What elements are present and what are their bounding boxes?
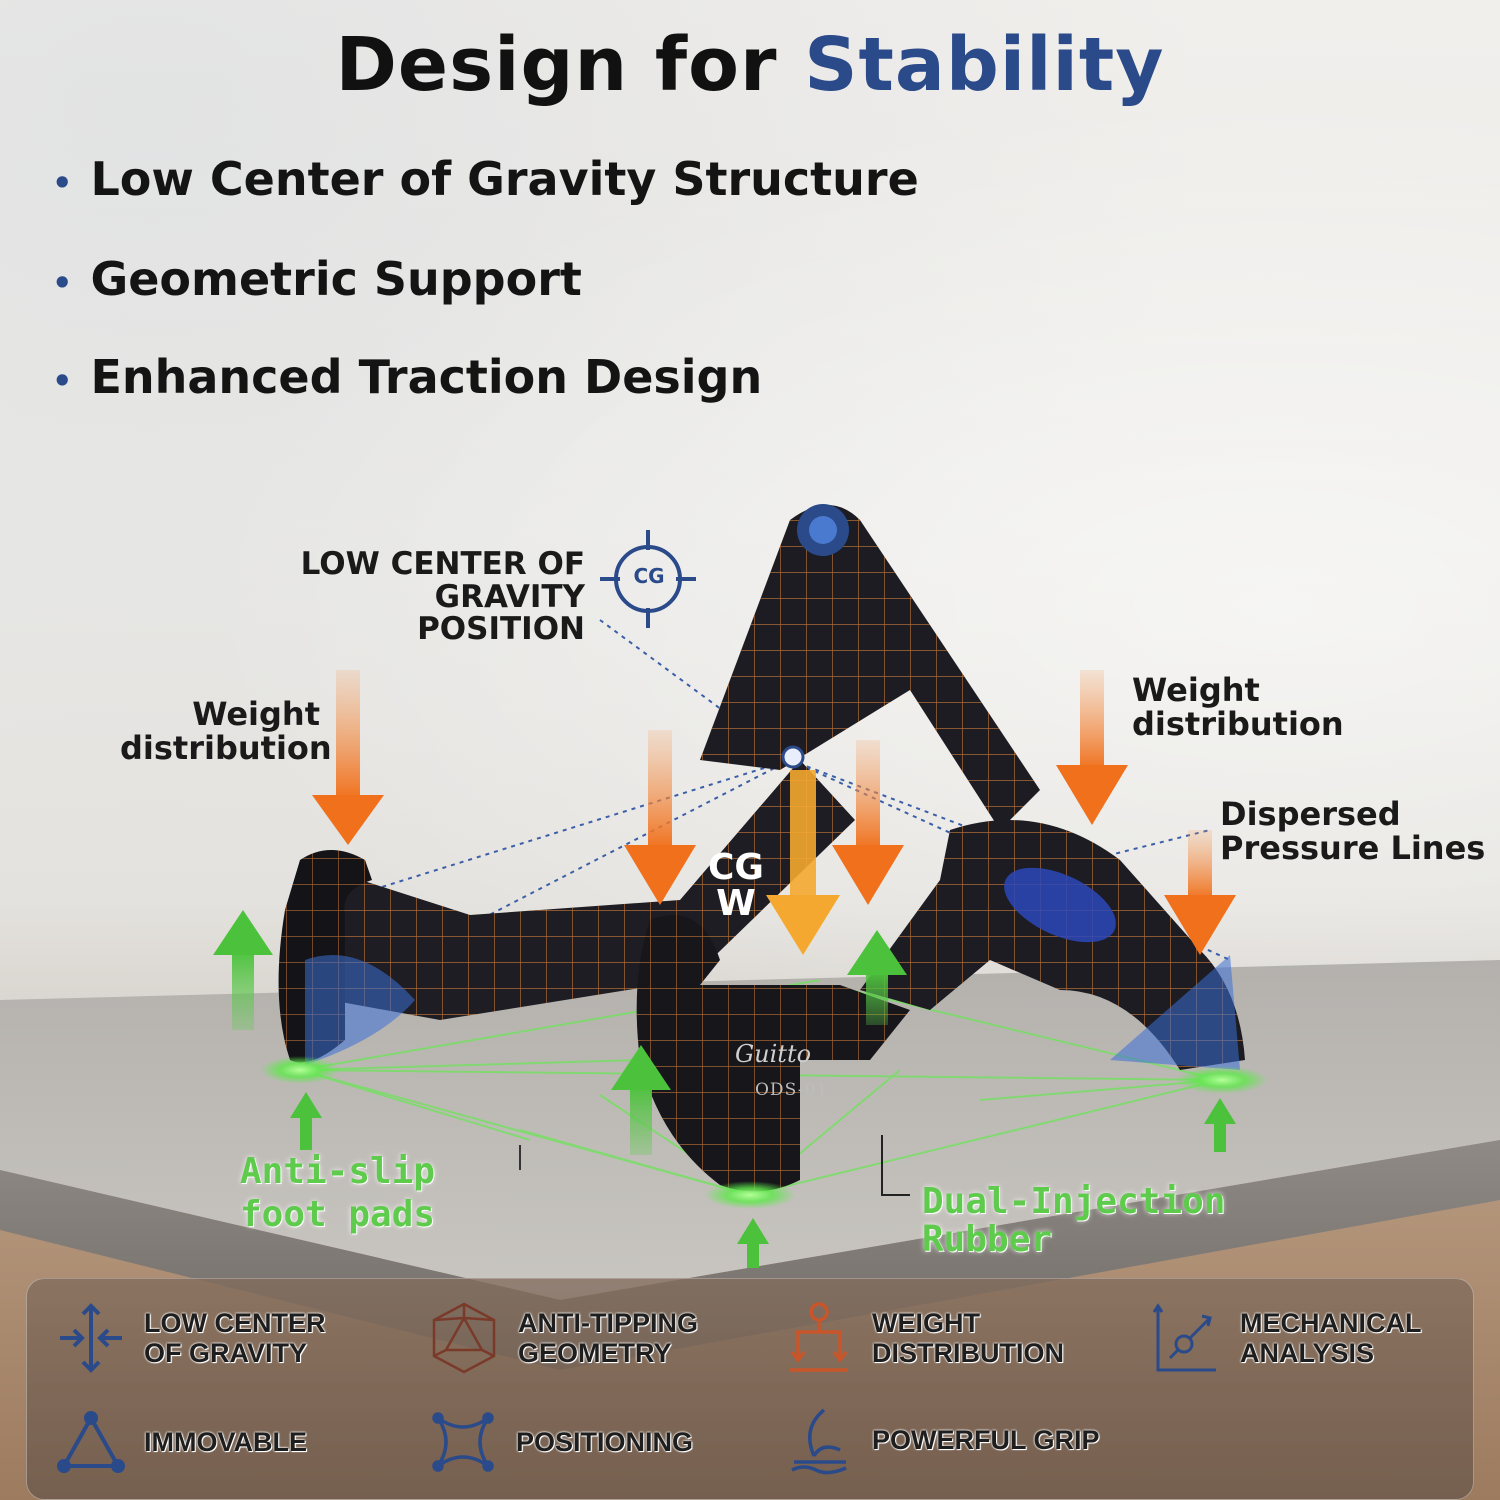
bullet-text: Low Center of Gravity Structure bbox=[90, 152, 919, 206]
dual-injection-label: Dual-Injection Rubber bbox=[922, 1183, 1225, 1259]
bullet-dot-icon: • bbox=[52, 361, 73, 400]
weight-distribution-right-label: Weight distribution bbox=[1132, 671, 1344, 743]
cg-point bbox=[781, 745, 805, 769]
cgw-line1: CG bbox=[708, 847, 764, 888]
brand-logo: Guitto bbox=[735, 1040, 812, 1068]
support-arrow-left bbox=[213, 910, 273, 1030]
foot-pad-glow-left bbox=[260, 1056, 340, 1084]
feature-panel bbox=[26, 1278, 1474, 1500]
weight-arrow-right bbox=[1056, 670, 1128, 825]
feature-label: IMMOVABLE bbox=[144, 1426, 307, 1457]
model-number: ODS-01 bbox=[755, 1080, 829, 1100]
grip-icon bbox=[791, 1408, 847, 1475]
weight-arrow-far-right bbox=[1164, 830, 1236, 955]
foot-pad-glow-right bbox=[1176, 1066, 1268, 1094]
weight-arrow-center-right bbox=[832, 740, 904, 905]
feature-label: MECHANICAL ANALYSIS bbox=[1240, 1307, 1422, 1368]
title-accent: Stability bbox=[804, 22, 1165, 108]
bullet-item: • Enhanced Traction Design bbox=[52, 350, 762, 404]
feature-immovable: IMMOVABLE bbox=[56, 1410, 307, 1474]
rubber-pointer bbox=[881, 1135, 910, 1196]
support-arrow-small-left bbox=[290, 1092, 322, 1150]
bullet-item: • Geometric Support bbox=[52, 252, 582, 306]
dispersed-line1: Dispersed bbox=[1220, 795, 1401, 833]
weight-arrow-cg bbox=[766, 770, 840, 955]
analysis-icon bbox=[1152, 1303, 1216, 1372]
cg-label-line1: LOW CENTER OF bbox=[300, 546, 585, 582]
rubber-line2: Rubber bbox=[922, 1218, 1053, 1260]
weight-arrow-left bbox=[312, 670, 384, 845]
support-arrow-center bbox=[611, 1045, 671, 1155]
page-title: Design for Stability bbox=[0, 22, 1500, 108]
feature-low-center: LOW CENTER OF GRAVITY bbox=[56, 1298, 326, 1378]
bullet-dot-icon: • bbox=[52, 263, 73, 302]
support-arrow-small-right bbox=[1204, 1098, 1236, 1152]
scale-icon bbox=[790, 1302, 848, 1372]
feature-powerful-grip: POWERFUL GRIP bbox=[784, 1404, 1100, 1476]
cg-badge: CG bbox=[633, 564, 665, 588]
feature-positioning: POSITIONING bbox=[428, 1410, 693, 1474]
weight-left-line2: distribution bbox=[120, 728, 332, 767]
cg-target-icon bbox=[600, 530, 696, 628]
feature-anti-tipping: ANTI-TIPPING GEOMETRY bbox=[428, 1298, 698, 1378]
cg-label-line2: GRAVITY POSITION bbox=[417, 578, 585, 648]
triangle-icon bbox=[57, 1411, 125, 1473]
rubber-line1: Dual-Injection bbox=[922, 1181, 1226, 1222]
weight-right-line2: distribution bbox=[1132, 704, 1344, 743]
anti-slip-label: Anti-slip foot pads bbox=[240, 1150, 435, 1236]
weight-arrow-center-left bbox=[624, 730, 696, 905]
weight-distribution-left-label: Weight distribution bbox=[120, 695, 332, 767]
feature-label: LOW CENTER OF GRAVITY bbox=[144, 1307, 326, 1368]
title-prefix: Design for bbox=[335, 22, 778, 108]
cg-w-label: CG W bbox=[706, 850, 766, 922]
cgw-line2: W bbox=[716, 883, 756, 924]
bullet-dot-icon: • bbox=[52, 163, 73, 202]
weight-right-line1: Weight bbox=[1132, 671, 1260, 709]
feature-label: WEIGHT DISTRIBUTION bbox=[872, 1307, 1064, 1368]
cg-position-label: LOW CENTER OF GRAVITY POSITION bbox=[270, 548, 585, 646]
feature-weight-distribution: WEIGHT DISTRIBUTION bbox=[784, 1298, 1064, 1378]
dispersed-pressure-label: Dispersed Pressure Lines bbox=[1220, 795, 1486, 867]
arrows-center-icon bbox=[60, 1303, 122, 1373]
dispersed-line2: Pressure Lines bbox=[1220, 828, 1486, 867]
antislip-line2: foot pads bbox=[240, 1194, 436, 1236]
bullet-text: Enhanced Traction Design bbox=[90, 350, 763, 404]
bullet-item: • Low Center of Gravity Structure bbox=[52, 152, 919, 206]
feature-label: POWERFUL GRIP bbox=[872, 1424, 1100, 1455]
bullet-text: Geometric Support bbox=[90, 252, 582, 306]
positioning-icon bbox=[432, 1412, 494, 1472]
feature-mechanical-analysis: MECHANICAL ANALYSIS bbox=[1150, 1298, 1422, 1378]
antislip-line1: Anti-slip bbox=[240, 1151, 436, 1192]
feature-label: ANTI-TIPPING GEOMETRY bbox=[518, 1307, 698, 1368]
feature-label: POSITIONING bbox=[516, 1426, 694, 1457]
support-arrow-center-right bbox=[847, 930, 907, 1025]
weight-left-line1: Weight bbox=[192, 695, 320, 733]
geometry-icon bbox=[432, 1302, 496, 1374]
foot-pad-glow-front bbox=[704, 1181, 796, 1209]
support-arrow-small-front bbox=[737, 1218, 769, 1268]
